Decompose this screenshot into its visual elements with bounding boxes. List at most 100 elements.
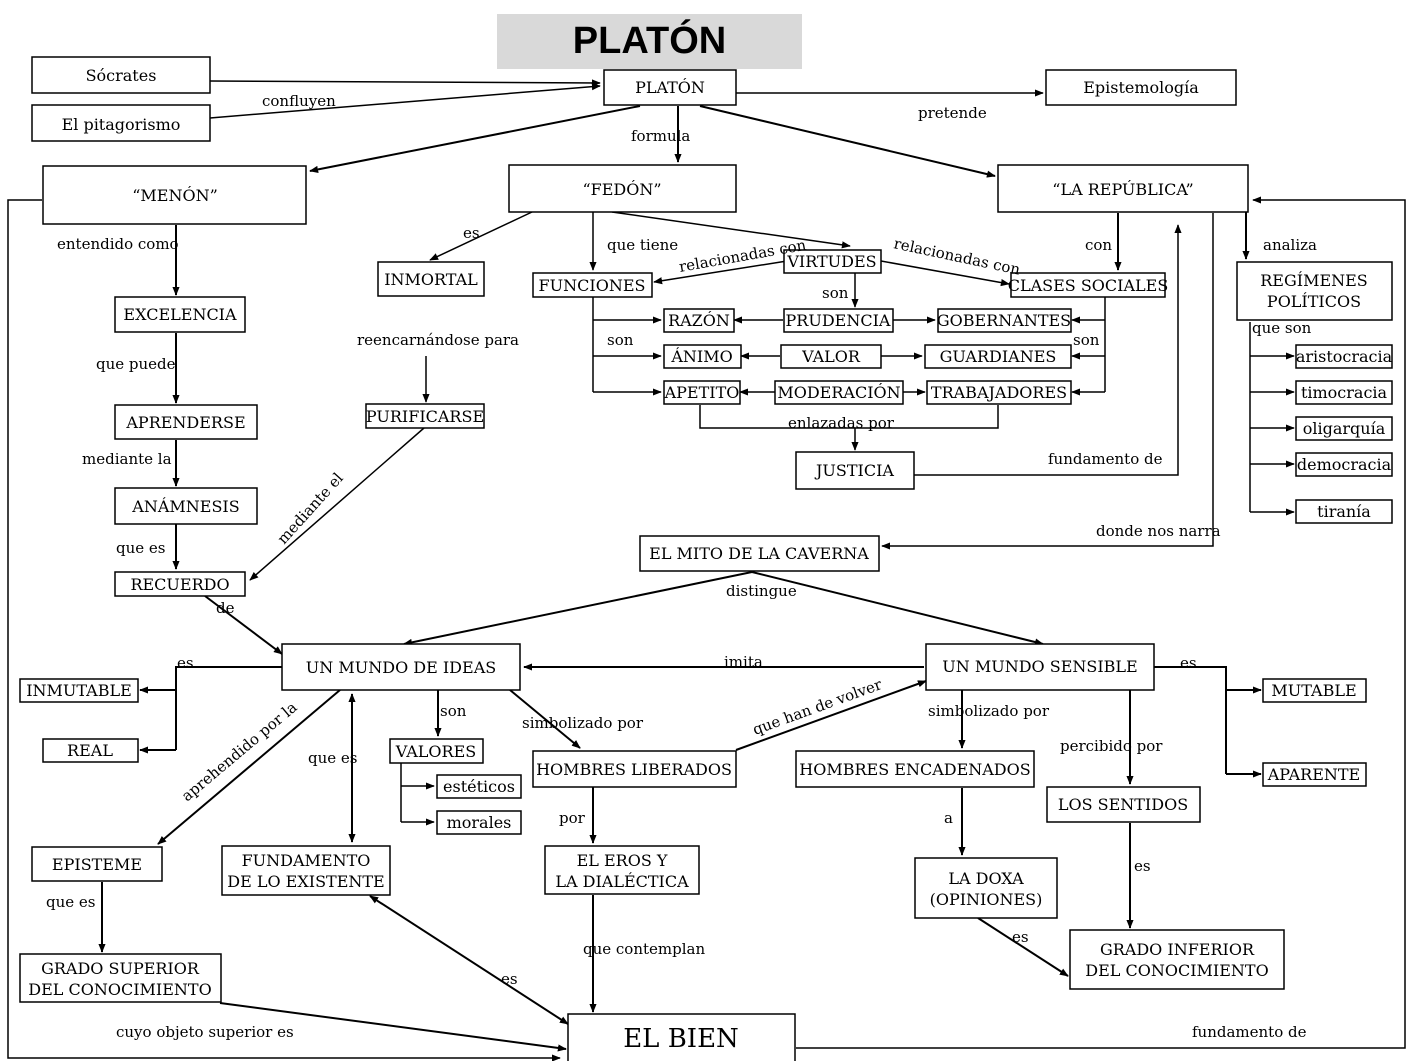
label-que-es-1: que es (116, 539, 165, 557)
node-inferior-line2: DEL CONOCIMIENTO (1085, 961, 1268, 980)
edge-platon-republica (699, 105, 996, 178)
label-es-3: es (1180, 654, 1197, 672)
node-aprenderse: APRENDERSE (125, 413, 245, 432)
node-virtudes: VIRTUDES (786, 252, 876, 271)
label-relacionadas-con-2: relacionadas con (892, 234, 1022, 278)
node-anamnesis: ANÁMNESIS (131, 496, 239, 516)
node-mutable: MUTABLE (1271, 681, 1356, 700)
node-platon-box (603, 69, 737, 106)
label-es-2: es (177, 654, 194, 672)
label-que-es-2: que es (308, 749, 357, 767)
node-liberados-box (532, 750, 737, 788)
node-clases-box (1010, 272, 1166, 298)
node-gobernantes-box (937, 308, 1072, 333)
node-menon: “MENÓN” (132, 185, 218, 205)
node-tirania: tiranía (1317, 502, 1371, 521)
node-inmutable-box (19, 678, 139, 703)
node-regimenes-line1: REGÍMENES (1260, 270, 1368, 290)
label-que-tiene: que tiene (607, 236, 678, 254)
label-que-es-3: que es (46, 893, 95, 911)
node-doxa-box (914, 857, 1058, 919)
label-son-4: son (440, 702, 467, 720)
node-doxa-line2: (OPINIONES) (930, 890, 1043, 909)
node-mundo-sensible: UN MUNDO SENSIBLE (942, 657, 1137, 676)
node-democracia-box (1295, 452, 1393, 477)
node-los-sentidos: LOS SENTIDOS (1058, 795, 1188, 814)
node-superior-box (19, 953, 222, 1003)
node-eros-box (544, 845, 700, 895)
node-real-box (42, 738, 139, 763)
node-inmortal-box (377, 261, 485, 297)
label-que-contemplan: que contemplan (583, 940, 705, 958)
label-por: por (559, 809, 586, 827)
edge-mito-mundo-ideas (403, 571, 753, 646)
title-banner (497, 14, 802, 69)
label-analiza: analiza (1263, 236, 1317, 254)
edge-fedon-virtudes (611, 211, 851, 249)
label-simbolizado-por-2: simbolizado por (928, 702, 1050, 720)
node-aparente-box (1262, 762, 1367, 787)
node-valores: VALORES (395, 742, 476, 761)
label-formula: formula (631, 127, 690, 145)
label-confluyen: confluyen (262, 92, 336, 110)
node-razon: RAZÓN (668, 310, 730, 330)
edge-socrates-platon (209, 79, 601, 87)
node-funciones-box (532, 272, 653, 298)
node-doxa-line1: LA DOXA (948, 869, 1024, 888)
label-con: con (1085, 236, 1112, 254)
node-el-bien-box (567, 1013, 796, 1061)
node-socrates: Sócrates (86, 66, 157, 85)
node-oligarquia: oligarquía (1303, 419, 1386, 438)
label-percibido-por: percibido por (1060, 737, 1163, 755)
label-es-6: es (501, 970, 518, 988)
node-fundamento-line1: FUNDAMENTO (242, 851, 371, 870)
node-apetito-box (663, 380, 741, 405)
node-fundamento-box (221, 845, 391, 896)
node-pitagorismo-box (31, 104, 211, 142)
label-mediante-el: mediante el (274, 469, 347, 548)
edge-bien-loop-republica (796, 196, 1406, 1049)
node-fedon: “FEDÓN” (582, 179, 661, 199)
node-guardianes-box (924, 344, 1072, 369)
node-real: REAL (67, 741, 113, 760)
node-hombres-liberados: HOMBRES LIBERADOS (536, 760, 732, 779)
label-es-5: es (1012, 928, 1029, 946)
page-title: PLATÓN (572, 20, 727, 62)
edge-recuerdo-mundo-ideas (204, 595, 283, 655)
label-pretende: pretende (918, 104, 987, 122)
label-reencarnandose: reencarnándose para (357, 331, 519, 349)
node-excelencia: EXCELENCIA (123, 305, 237, 324)
edge-fedon-inmortal (429, 211, 533, 261)
node-prudencia: PRUDENCIA (786, 311, 891, 330)
node-justicia-box (795, 451, 915, 490)
node-mito: EL MITO DE LA CAVERNA (649, 544, 869, 563)
node-superior-line1: GRADO SUPERIOR (41, 959, 200, 978)
label-son-3: son (1073, 331, 1100, 349)
nodes: Sócrates El pitagorismo PLATÓN Epistemol… (19, 56, 1393, 1061)
label-donde-nos-narra: donde nos narra (1096, 522, 1221, 540)
node-hombres-encadenados: HOMBRES ENCADENADOS (799, 760, 1030, 779)
edge-justicia-republica (914, 224, 1182, 476)
node-guardianes: GUARDIANES (940, 347, 1057, 366)
edge-superior-bien (219, 1002, 567, 1052)
node-eros-line2: LA DIALÉCTICA (555, 871, 689, 891)
edge-doxa-inferior (977, 917, 1069, 977)
node-anamnesis-box (114, 487, 258, 525)
label-enlazadas-por: enlazadas por (788, 414, 895, 432)
edge-pitagorismo-platon (209, 83, 601, 119)
node-tirania-box (1295, 499, 1393, 524)
edge-fundamento-bien (369, 895, 569, 1025)
node-pitagorismo: El pitagorismo (62, 115, 181, 134)
node-trabajadores-box (926, 380, 1072, 405)
node-purificarse: PURIFICARSE (366, 407, 484, 426)
label-de: de (216, 599, 235, 617)
edge-republica-mito (881, 213, 1214, 550)
node-fundamento-line2: DE LO EXISTENTE (227, 872, 384, 891)
edge-liberados-sensible (735, 680, 927, 751)
label-son-1: son (822, 284, 849, 302)
node-excelencia-box (114, 296, 246, 333)
label-cuyo-objeto: cuyo objeto superior es (116, 1023, 294, 1041)
node-valores-box (389, 738, 484, 764)
node-aparente: APARENTE (1267, 765, 1360, 784)
